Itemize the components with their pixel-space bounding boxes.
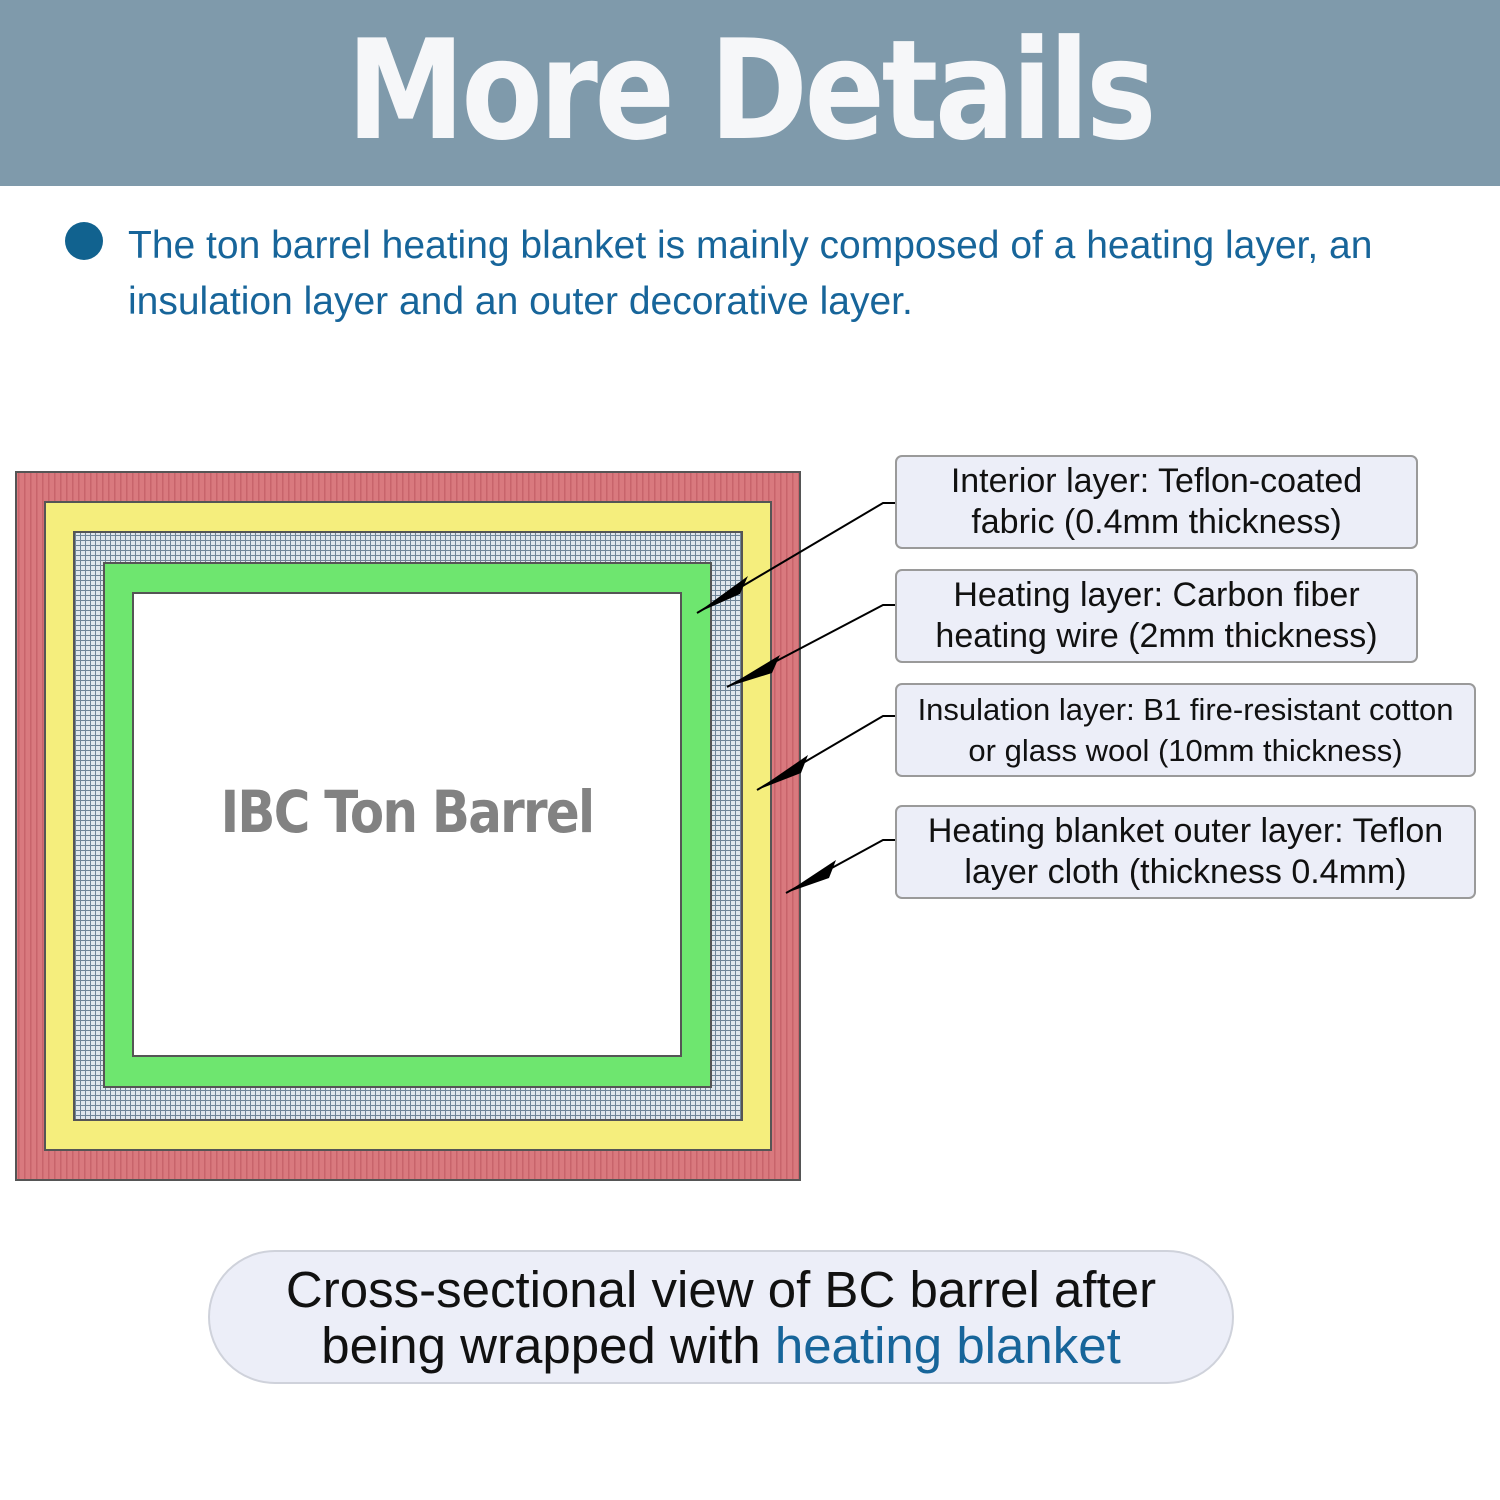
callout-insulation-layer: Insulation layer: B1 fire-resistant cott… — [895, 683, 1476, 777]
caption-accent-text: heating blanket — [774, 1317, 1121, 1374]
intro-text: The ton barrel heating blanket is mainly… — [128, 224, 1373, 323]
barrel-label: IBC Ton Barrel — [220, 778, 596, 846]
layers-svg — [15, 471, 801, 1181]
callout-outer-layer: Heating blanket outer layer: Teflon laye… — [895, 805, 1476, 899]
header-banner: More Details — [0, 0, 1500, 186]
callout-heating-layer: Heating layer: Carbon fiber heating wire… — [895, 569, 1418, 663]
caption-box: Cross-sectional view of BC barrel after … — [208, 1250, 1234, 1384]
caption-line-2-prefix: being wrapped with — [321, 1317, 775, 1374]
bullet-dot-icon — [65, 222, 103, 260]
page-title: More Details — [346, 10, 1157, 171]
callout-interior-layer: Interior layer: Teflon-coated fabric (0.… — [895, 455, 1418, 549]
interior-layer — [132, 592, 682, 1057]
cross-section-diagram: IBC Ton Barrel — [0, 440, 820, 1200]
caption-line-2: being wrapped with heating blanket — [210, 1318, 1232, 1374]
caption-line-1: Cross-sectional view of BC barrel after — [285, 1261, 1157, 1318]
